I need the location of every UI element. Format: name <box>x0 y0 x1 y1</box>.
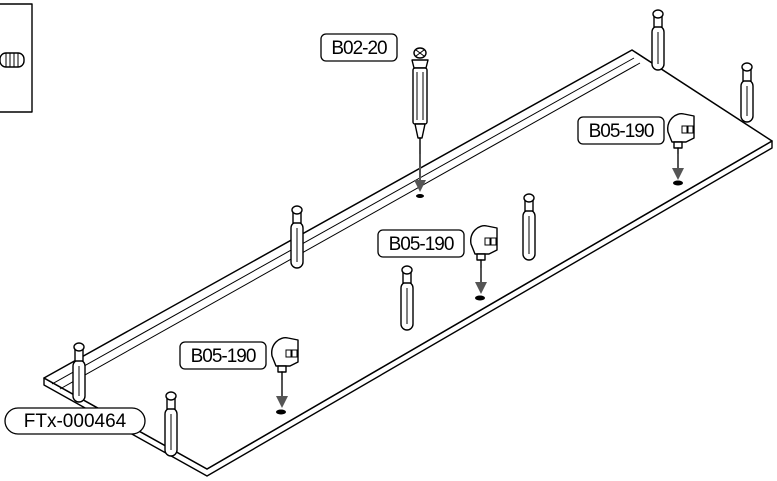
dowel-right-end <box>740 62 754 123</box>
dowel-front-left <box>164 391 178 457</box>
label-cam-middle: B05-190 <box>377 229 465 258</box>
label-screw: B02-20 <box>320 33 398 62</box>
dowel-back-left <box>72 342 86 403</box>
label-panel: FTx-000464 <box>4 407 146 435</box>
svg-text:B05-190: B05-190 <box>589 121 654 142</box>
dowel-icon <box>651 9 665 71</box>
screw-detail-icon <box>0 52 25 68</box>
label-cam-left: B05-190 <box>179 341 267 370</box>
dowel-front-middle <box>400 265 414 331</box>
cam-lock-left <box>271 337 299 415</box>
cam-lock-right <box>667 113 695 186</box>
dowel-front-middle-right <box>522 193 536 261</box>
svg-text:FTx-000464: FTx-000464 <box>24 411 127 432</box>
arrow-down-icon <box>414 154 426 192</box>
dowel-back-right <box>651 9 665 71</box>
svg-text:B02-20: B02-20 <box>331 38 387 59</box>
cam-lock-middle <box>470 225 498 301</box>
screw-part <box>411 47 429 198</box>
dowel-back-middle <box>290 205 304 269</box>
svg-text:B05-190: B05-190 <box>191 346 256 367</box>
panel-board <box>43 49 773 477</box>
screw-detail-inset <box>0 3 33 113</box>
label-cam-right: B05-190 <box>577 116 665 145</box>
cam-lock-icon <box>667 113 695 155</box>
screw-icon <box>411 47 429 155</box>
svg-text:B05-190: B05-190 <box>389 234 454 255</box>
